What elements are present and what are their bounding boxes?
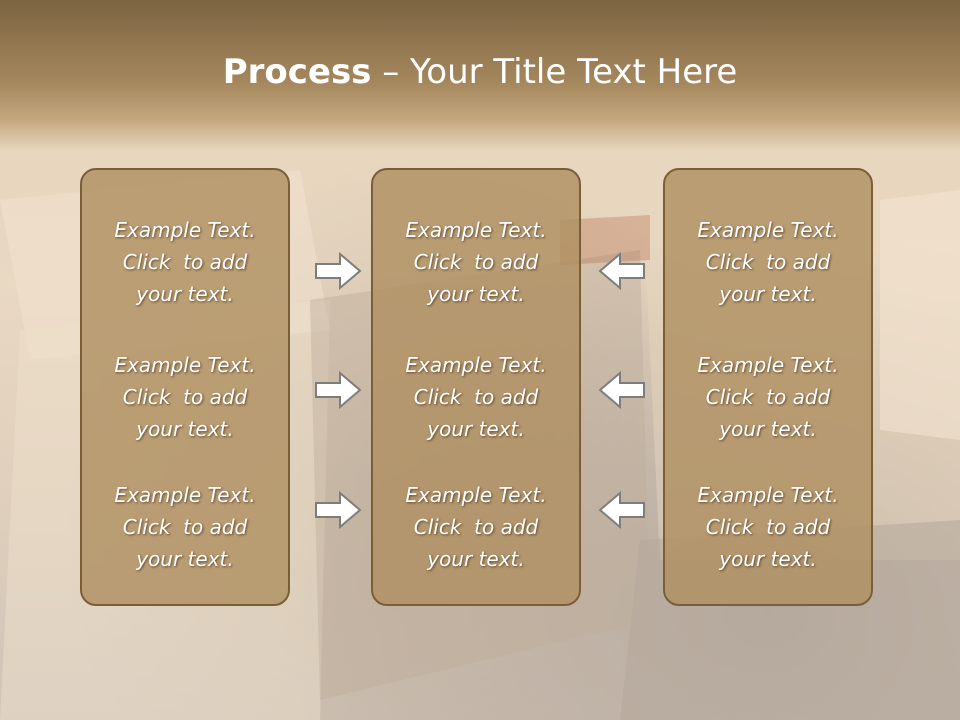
text-line: your text. xyxy=(136,417,234,441)
text-line: Click to add xyxy=(705,250,831,274)
text-line: your text. xyxy=(427,417,525,441)
text-line: Example Text. xyxy=(405,353,547,377)
text-block[interactable]: Example Text. Click to add your text. xyxy=(665,214,871,310)
text-line: your text. xyxy=(719,547,817,571)
title-bar xyxy=(0,0,960,150)
text-line: your text. xyxy=(136,547,234,571)
title-bold: Process xyxy=(222,52,372,92)
slide-title[interactable]: Process – Your Title Text Here xyxy=(0,52,960,92)
text-line: Example Text. xyxy=(405,218,547,242)
text-line: Click to add xyxy=(413,515,539,539)
text-line: Example Text. xyxy=(697,218,839,242)
arrow-left-icon xyxy=(598,370,645,410)
text-line: Example Text. xyxy=(114,353,256,377)
text-line: your text. xyxy=(427,282,525,306)
arrow-left-icon xyxy=(598,251,645,291)
process-panel-center[interactable]: Example Text. Click to add your text. Ex… xyxy=(371,168,581,606)
process-panel-right[interactable]: Example Text. Click to add your text. Ex… xyxy=(663,168,873,606)
text-block[interactable]: Example Text. Click to add your text. xyxy=(373,479,579,575)
text-line: your text. xyxy=(427,547,525,571)
text-line: Click to add xyxy=(413,385,539,409)
text-line: Click to add xyxy=(122,250,248,274)
arrow-right-icon xyxy=(315,251,362,291)
text-block[interactable]: Example Text. Click to add your text. xyxy=(82,214,288,310)
text-block[interactable]: Example Text. Click to add your text. xyxy=(82,349,288,445)
arrow-left-icon xyxy=(598,490,645,530)
arrow-right-icon xyxy=(315,370,362,410)
arrow-right-icon xyxy=(315,490,362,530)
text-block[interactable]: Example Text. Click to add your text. xyxy=(665,349,871,445)
text-block[interactable]: Example Text. Click to add your text. xyxy=(373,214,579,310)
text-block[interactable]: Example Text. Click to add your text. xyxy=(373,349,579,445)
text-line: Example Text. xyxy=(114,483,256,507)
text-line: your text. xyxy=(719,282,817,306)
title-rest: – Your Title Text Here xyxy=(371,52,738,92)
text-line: Click to add xyxy=(413,250,539,274)
text-line: Click to add xyxy=(705,385,831,409)
text-line: Example Text. xyxy=(114,218,256,242)
text-line: your text. xyxy=(719,417,817,441)
text-line: your text. xyxy=(136,282,234,306)
text-line: Example Text. xyxy=(405,483,547,507)
text-line: Click to add xyxy=(122,515,248,539)
text-line: Example Text. xyxy=(697,353,839,377)
text-block[interactable]: Example Text. Click to add your text. xyxy=(665,479,871,575)
text-line: Example Text. xyxy=(697,483,839,507)
text-line: Click to add xyxy=(705,515,831,539)
process-panel-left[interactable]: Example Text. Click to add your text. Ex… xyxy=(80,168,290,606)
text-block[interactable]: Example Text. Click to add your text. xyxy=(82,479,288,575)
text-line: Click to add xyxy=(122,385,248,409)
